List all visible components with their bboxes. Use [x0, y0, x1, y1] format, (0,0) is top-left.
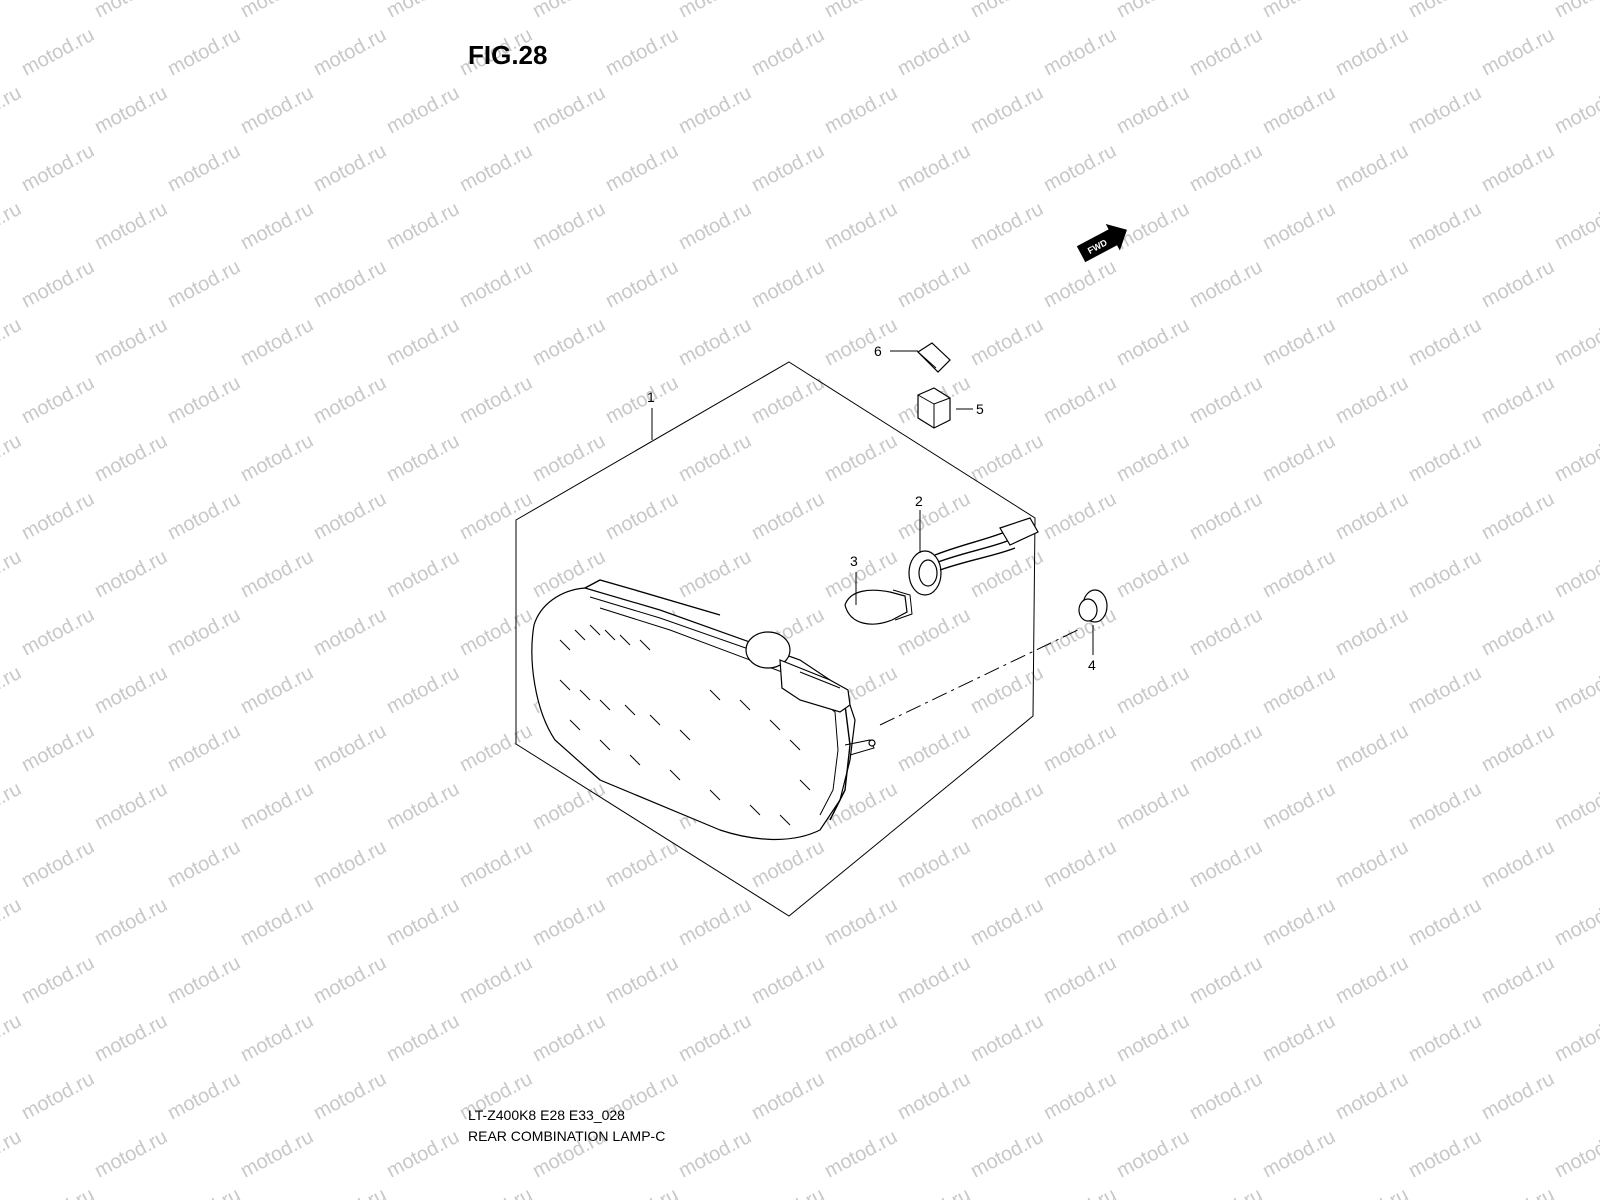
fwd-direction-arrow: FWD	[1076, 224, 1127, 263]
callout-2: 2	[915, 493, 923, 509]
pad	[917, 342, 951, 373]
clip-block	[917, 387, 951, 429]
assembly-outline	[515, 361, 1036, 917]
grommet	[1078, 589, 1108, 623]
bulb-socket-harness	[908, 517, 1039, 596]
callout-6: 6	[874, 343, 882, 359]
callout-3: 3	[850, 553, 858, 569]
figure-title: FIG.28	[468, 40, 548, 70]
callout-5: 5	[976, 401, 984, 417]
lamp-housing	[531, 579, 876, 841]
bulb	[844, 589, 913, 625]
callout-4: 4	[1088, 657, 1096, 673]
part-name: REAR COMBINATION LAMP-C	[468, 1128, 666, 1144]
model-code: LT-Z400K8 E28 E33_028	[468, 1107, 625, 1123]
callout-1: 1	[647, 389, 655, 405]
